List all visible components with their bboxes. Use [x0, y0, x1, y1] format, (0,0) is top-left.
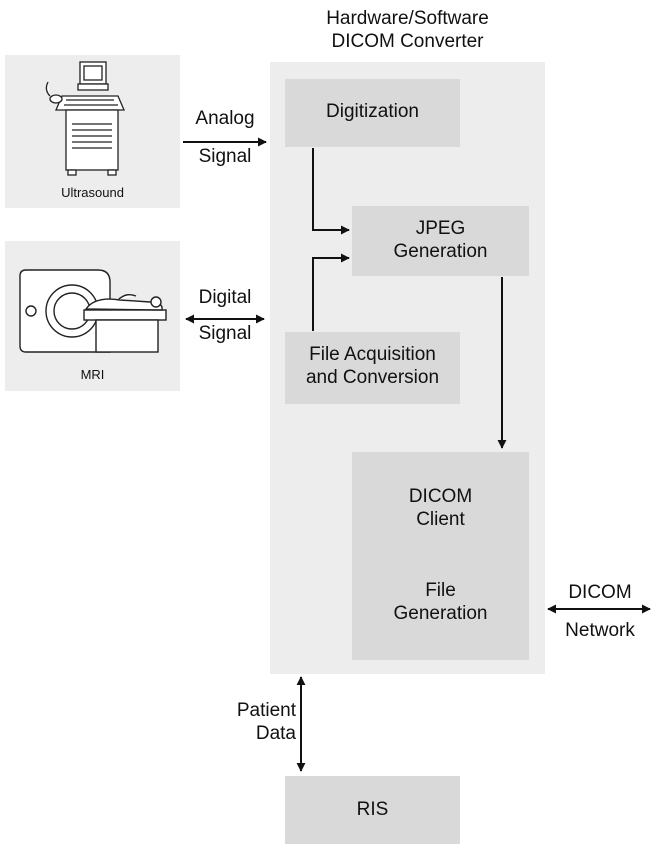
ris-label: RIS: [356, 799, 389, 820]
patient-data-line1: Patient: [236, 700, 296, 721]
jpeg-line2: Generation: [393, 240, 488, 262]
dicom-network-line1: DICOM: [568, 582, 632, 603]
analog-signal-label: Analog: [182, 108, 268, 131]
ris-box: [285, 776, 460, 844]
converter-title-line2: DICOM Converter: [331, 30, 484, 52]
dicom-client-box: [352, 452, 529, 660]
file-gen-line2: Generation: [393, 602, 488, 624]
dicom-client-line2: Client: [416, 508, 465, 530]
analog-signal-label-2: Signal: [182, 146, 268, 169]
dicom-network-line2: Network: [565, 620, 635, 641]
dicom-network-label: DICOM: [548, 582, 652, 605]
file-acquisition-box: [285, 332, 460, 404]
file-gen-line1: File: [425, 580, 456, 601]
converter-title: Hardware/Software DICOM Converter: [270, 8, 545, 54]
converter-title-line1: Hardware/Software: [326, 8, 489, 29]
digital-label-line2: Signal: [198, 323, 252, 344]
patient-data-label: Patient Data: [200, 700, 296, 746]
mri-label: MRI: [80, 367, 105, 382]
jpeg-generation-box: [352, 206, 529, 276]
analog-label-line2: Signal: [198, 146, 252, 167]
patient-data-line2: Data: [255, 722, 296, 744]
dicom-client-line1: DICOM: [408, 486, 473, 507]
file-generation-label: File Generation: [352, 580, 529, 626]
digital-signal-label: Digital: [182, 287, 268, 310]
analog-label-line1: Analog: [195, 108, 255, 129]
dicom-client-label: DICOM Client: [352, 486, 529, 532]
ultrasound-label: Ultrasound: [61, 185, 124, 200]
digital-signal-label-2: Signal: [182, 323, 268, 346]
file-acq-line1: File Acquisition: [309, 344, 436, 365]
file-acquisition-label: File Acquisition and Conversion: [285, 344, 460, 390]
digitization-box: [285, 79, 460, 147]
digital-label-line1: Digital: [198, 287, 252, 308]
jpeg-line1: JPEG: [415, 218, 466, 239]
file-acq-line2: and Conversion: [305, 366, 440, 388]
digitization-label: Digitization: [326, 101, 419, 122]
dicom-network-label-2: Network: [548, 620, 652, 643]
jpeg-generation-label: JPEG Generation: [352, 218, 529, 264]
